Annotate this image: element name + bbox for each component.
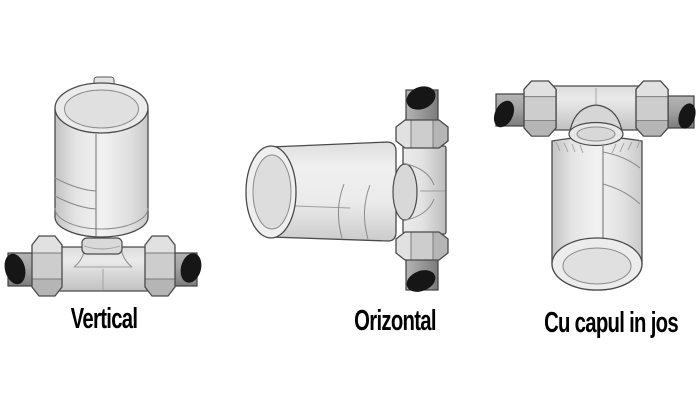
pipe-stub-left (493, 93, 529, 128)
pipe-stub-bottom (405, 255, 439, 292)
valve-vertical-illustration (4, 76, 202, 297)
valve-illustrations (4, 76, 696, 297)
union-nut-top (395, 119, 449, 149)
figure-label-orizontal: Orizontal (354, 304, 436, 337)
pipe-stub-right (663, 95, 696, 129)
valve-upside-down-illustration (493, 80, 696, 291)
union-nut-left (31, 235, 63, 297)
pipe-cut-end (678, 103, 696, 129)
pipe-cut-end (406, 270, 436, 292)
valve-neck (81, 237, 123, 255)
valve-neck (568, 121, 624, 147)
union-nut-left (523, 80, 557, 137)
union-nut-right (144, 235, 176, 297)
figure-label-cu-capul-in-jos: Cu capul in jos (544, 306, 679, 339)
union-nut-bottom (395, 231, 449, 261)
valve-horizontal-illustration (245, 86, 449, 292)
pipe-cut-end (406, 86, 436, 110)
pipe-cut-end (493, 100, 515, 128)
pipe-cut-end (180, 253, 202, 283)
pipe-stub-top (405, 86, 439, 125)
figure-label-vertical: Vertical (70, 302, 138, 335)
pipe-cut-end (4, 253, 26, 285)
head-cylinder (54, 108, 149, 238)
union-nut-right (635, 80, 669, 137)
valve-neck (392, 163, 435, 221)
